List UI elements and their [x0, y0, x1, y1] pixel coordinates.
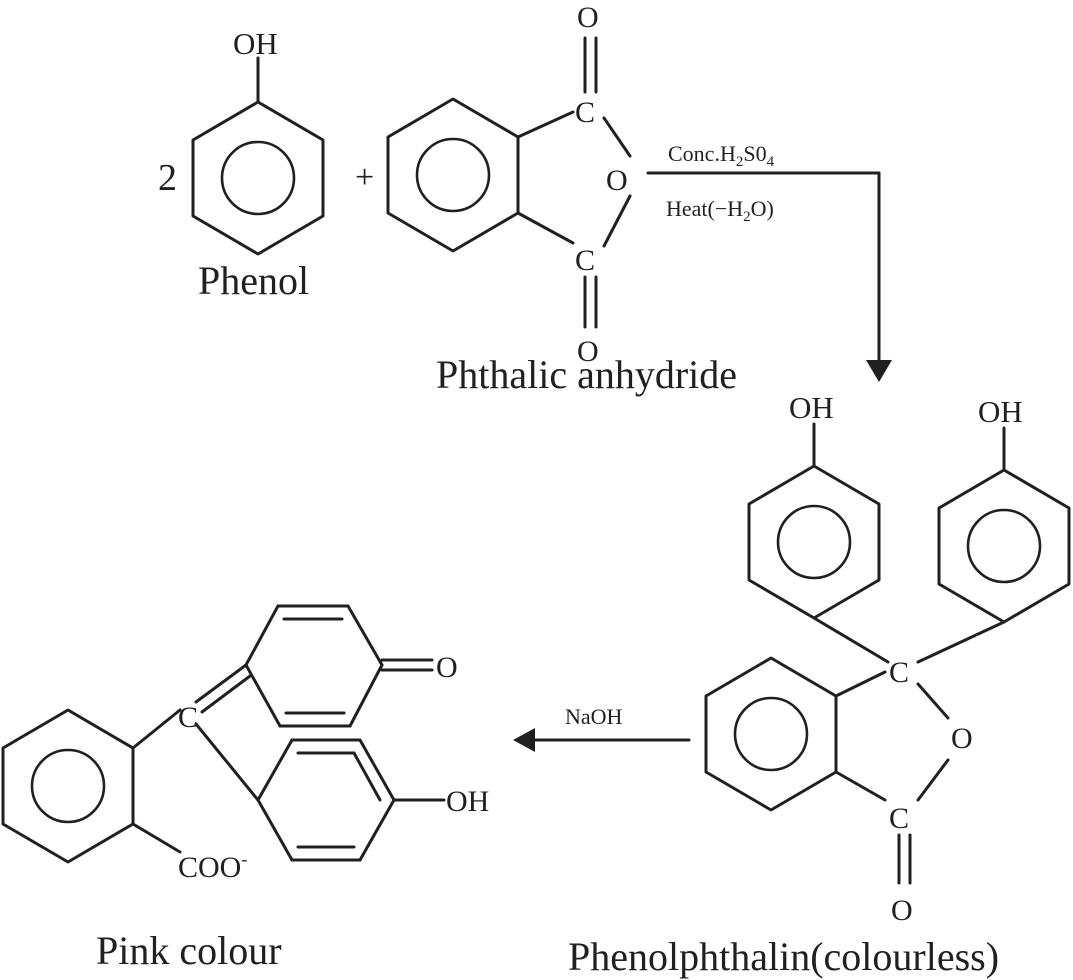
step2-arrow: NaOH: [513, 704, 691, 752]
pink-quinoid-bond-3: [346, 604, 384, 667]
pink-aromatic-circle: [30, 748, 106, 824]
pp-o-carbonyl-bond: [916, 758, 950, 802]
pink-quinoid-o: O: [436, 651, 458, 684]
pink-form-molecule: C COO- O OH Pink co: [1, 604, 489, 973]
anhydride-c1-bond: [516, 110, 575, 139]
step2-arrowhead: [513, 728, 535, 752]
phenol-name: Phenol: [198, 258, 309, 303]
phenolphthalein-name: Phenolphthalin(colourless): [568, 934, 999, 979]
pink-phenol-bond-3-inner: [352, 751, 382, 802]
phenol-oh-label: OH: [233, 26, 278, 61]
anhydride-ring-o: O: [606, 164, 628, 197]
anhydride-c2-o-bond: [602, 194, 632, 248]
pink-quinoid-bond-4: [348, 663, 384, 728]
anhydride-c1-o-bond: [602, 116, 632, 158]
phenolphthalein-molecule: OH OH C O C O Phenolphthalin(colourless): [568, 390, 1071, 979]
pink-central-c: C: [178, 701, 198, 734]
anhydride-o-bottom: O: [577, 335, 599, 368]
pp-left-oh-label: OH: [789, 390, 834, 425]
step1-reagent-bottom: Heat(−H2O): [666, 196, 774, 225]
pp-c-o-bond: [916, 682, 950, 720]
pp-lower-aromatic-circle: [733, 696, 809, 772]
pp-ring-o: O: [951, 722, 973, 755]
pp-right-phenol-ring: [937, 468, 1071, 624]
pink-benzene-to-coo-bond: [131, 822, 182, 854]
phenol-ring: [191, 100, 325, 256]
pp-left-aromatic-circle: [776, 504, 852, 580]
pink-phenol-oh-label: OH: [446, 785, 489, 818]
pink-c-to-phenol-bond: [194, 722, 260, 802]
phenol-molecule: OH 2 Phenol: [158, 26, 325, 303]
pp-benzene-to-c-bond: [834, 670, 887, 698]
anhydride-c1-label: C: [575, 96, 595, 129]
plus-sign: +: [355, 159, 374, 196]
pink-quinoid-bond-6: [244, 663, 282, 728]
pp-right-oh-label: OH: [978, 394, 1023, 429]
pink-benzene-ring: [1, 708, 135, 864]
anhydride-c2-bond: [516, 211, 575, 245]
pink-phenol-bond-3: [358, 738, 396, 802]
pp-central-c: C: [889, 656, 909, 689]
anhydride-c2-label: C: [575, 244, 595, 277]
pp-benzene-to-carbonyl-bond: [834, 770, 887, 802]
pink-exo-double-b: [200, 674, 252, 714]
pink-coo-label: COO-: [178, 849, 247, 884]
phthalic-anhydride-molecule: C C O O O Phthalic anhydride: [386, 1, 737, 397]
phthalic-anhydride-name: Phthalic anhydride: [436, 352, 737, 397]
pink-benzene-to-c-bond: [131, 708, 182, 750]
pp-left-phenol-ring: [747, 464, 881, 620]
step1-arrow: Conc.H2S04 Heat(−H2O): [646, 141, 892, 382]
pp-right-aromatic-circle: [966, 508, 1042, 584]
pp-left-to-c-bond: [812, 616, 890, 664]
pink-phenol-bond-1: [256, 738, 294, 802]
anhydride-aromatic-circle: [415, 137, 491, 213]
step1-reagent-top: Conc.H2S04: [668, 141, 775, 170]
anhydride-benzene-ring: [386, 97, 520, 253]
step2-reagent: NaOH: [565, 704, 623, 729]
step1-arrowhead: [866, 360, 892, 382]
phenol-coefficient: 2: [158, 157, 177, 199]
pink-phenol-bond-4: [358, 798, 396, 862]
pink-exo-double-a: [194, 663, 248, 704]
pp-carbonyl-c: C: [889, 802, 909, 835]
phenol-aromatic-circle: [220, 140, 296, 216]
pink-phenol-bond-6: [256, 798, 294, 862]
pp-lower-benzene-ring: [704, 656, 838, 812]
pink-quinoid-bond-1: [244, 604, 280, 667]
anhydride-o-top: O: [577, 1, 599, 34]
pp-right-to-c-bond: [916, 620, 1006, 664]
pink-colour-name: Pink colour: [96, 928, 282, 973]
pp-carbonyl-o: O: [891, 894, 913, 927]
